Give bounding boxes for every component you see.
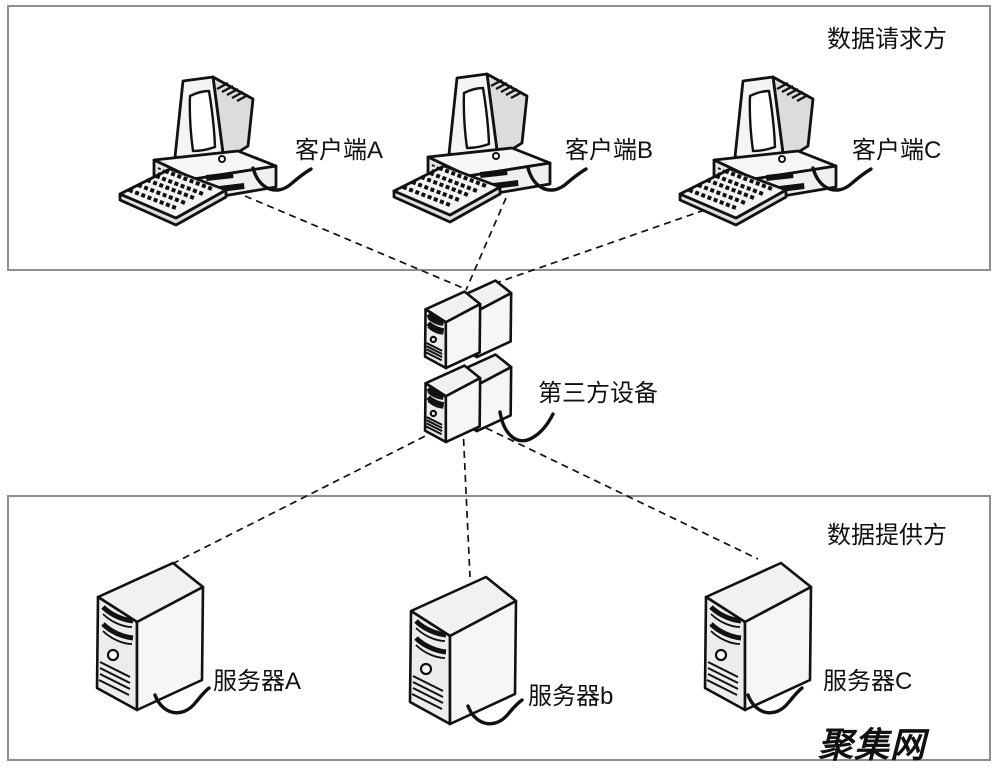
client-c-computer-icon [678,75,838,227]
link-device-server-a [173,419,458,564]
link-client-a-device [244,195,464,289]
server-c-label: 服务器C [823,668,912,695]
provider-group-box [7,495,991,761]
link-device-server-c [485,427,759,560]
third-party-device-icon [423,279,513,444]
provider-group-label: 数据提供方 [827,522,947,549]
server-a-label: 服务器A [213,668,301,695]
link-client-b-device [465,197,507,291]
requester-group-label: 数据请求方 [827,26,947,53]
link-client-c-device [475,205,717,291]
client-a-computer-icon [118,75,278,227]
client-a-label: 客户端A [295,137,383,164]
client-b-label: 客户端B [565,137,653,164]
link-device-server-b [462,426,471,578]
server-b-icon [410,577,516,724]
stack-tower-front-bottom [423,364,482,444]
stack-tower-front-top [423,290,482,370]
callout-client-a [251,166,313,192]
client-b-computer-icon [392,72,552,224]
third-party-device-label: 第三方设备 [538,380,658,407]
callout-client-c [811,166,873,192]
requester-group-box [7,5,991,271]
server-c-icon [705,563,811,710]
watermark: 聚集网 [818,726,930,765]
callout-third-party-device [498,410,555,443]
client-c-label: 客户端C [852,137,941,164]
server-b-label: 服务器b [528,683,613,710]
callout-server-c [746,686,804,715]
callout-server-b [466,698,524,726]
callout-client-b [526,166,588,192]
callout-server-a [153,686,211,715]
server-a-icon [97,563,203,710]
